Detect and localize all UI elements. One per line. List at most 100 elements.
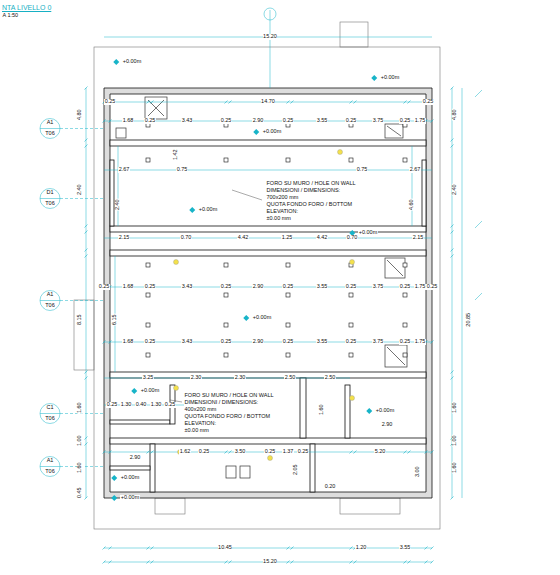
dimension-label: 0.25	[144, 284, 156, 290]
note-text: ELEVATION:	[184, 421, 217, 427]
dimension-tick	[85, 249, 88, 252]
dimension-tick	[451, 87, 454, 90]
dimension-tick	[350, 101, 353, 104]
dimension-label: 5.20	[374, 449, 386, 455]
dimension-label: 0.25	[282, 284, 294, 290]
column	[403, 158, 407, 162]
dimension-label: 2.40	[452, 184, 458, 196]
level-label: +0.00m	[120, 475, 140, 481]
dimension-label: 1.30	[120, 402, 132, 408]
dimension-label: 1.60	[452, 402, 458, 414]
dimension-label: 0.25	[104, 99, 116, 105]
dimension-tick	[431, 120, 434, 123]
dimension-label: 2.90	[252, 118, 264, 124]
note-text: 700x200 mm	[266, 195, 299, 201]
dimension-label: 3.55	[316, 118, 328, 124]
dimension-label: 2.15	[118, 235, 130, 241]
dimension-label: 14.70	[261, 99, 276, 105]
level-marker	[111, 495, 117, 501]
dimension-tick	[425, 561, 428, 564]
dimension-label: 2.90	[252, 339, 264, 345]
column	[349, 293, 353, 297]
column	[146, 158, 150, 162]
dimension-label: T06	[45, 303, 55, 309]
dimension-tick	[350, 547, 353, 550]
dimension-tick	[85, 225, 88, 228]
note-text: FORO SU MURO / HOLE ON WALL	[184, 393, 274, 399]
dimension-label: 3.43	[181, 284, 193, 290]
dimension-tick	[451, 225, 454, 228]
dimension-tick	[431, 547, 434, 550]
dimension-tick	[109, 547, 112, 550]
dimension-tick	[431, 341, 434, 344]
dimension-label: 2.30	[190, 375, 202, 381]
dimension-label: 4.42	[316, 235, 328, 241]
note-text: FORO SU MURO / HOLE ON WALL	[266, 181, 356, 187]
dimension-tick	[431, 561, 434, 564]
dimension-tick	[291, 101, 294, 104]
dimension-label: 10.45	[218, 545, 233, 551]
dimension-tick	[451, 139, 454, 142]
dimension-label: 1.42	[173, 149, 179, 161]
dimension-label: 0.25	[345, 118, 357, 124]
level-label: +0.00m	[198, 207, 218, 213]
dimension-tick	[229, 561, 232, 564]
dimension-label: 0.25	[282, 118, 294, 124]
dimension-lines	[40, 8, 482, 562]
note-text: 400x200 mm	[184, 407, 217, 413]
dimension-tick	[451, 255, 454, 258]
dimension-label: 2.67	[118, 167, 130, 173]
dimension-label: 1.75	[414, 118, 426, 124]
dimension-label: A1	[46, 458, 54, 464]
dimension-tick	[225, 561, 228, 564]
dimension-label: 1.30	[150, 402, 162, 408]
level-marker	[131, 388, 137, 394]
dimension-label: A1	[46, 292, 54, 298]
dimension-tick	[408, 101, 411, 104]
dimension-label: 0.20	[324, 484, 336, 490]
dimension-label: 0.45	[77, 487, 83, 499]
dimension-label: C1	[46, 405, 54, 411]
generated-strokes	[85, 59, 454, 564]
dimension-label: 0.25	[426, 284, 438, 290]
dimension-label: 1.60	[319, 404, 325, 416]
column	[146, 293, 150, 297]
dimension-tick	[103, 341, 106, 344]
door-marker	[268, 456, 273, 461]
dimension-label: 1.68	[122, 284, 134, 290]
dimension-label: 3.75	[372, 339, 384, 345]
dimension-label: 4.60	[409, 199, 415, 211]
dimension-tick	[147, 547, 150, 550]
dimension-label: 3.55	[316, 284, 328, 290]
dimension-tick	[109, 341, 112, 344]
dimension-tick	[350, 561, 353, 564]
dimension-tick	[151, 547, 154, 550]
shaft-symbols	[116, 97, 407, 478]
dimension-label: 3.43	[181, 339, 193, 345]
level-marker	[371, 75, 377, 81]
dimension-label: 1.75	[414, 284, 426, 290]
dimension-label: D1	[46, 190, 54, 196]
dimension-label: 0.25	[297, 449, 309, 455]
dimension-label: 1.00	[452, 435, 458, 447]
dimension-label: 1.20	[355, 545, 367, 551]
dimension-tick	[109, 120, 112, 123]
dimension-label: 3.75	[372, 284, 384, 290]
dimension-label: 0.25	[282, 339, 294, 345]
dimension-label: 0.70	[180, 235, 192, 241]
dimension-label: 0.25	[98, 284, 110, 290]
dimension-label: 2.40	[115, 199, 121, 211]
dimension-tick	[451, 249, 454, 252]
dimension-label: 0.25	[345, 284, 357, 290]
column	[286, 353, 290, 357]
dimension-label: 2.90	[252, 284, 264, 290]
note-text: DIMENSIONI / DIMENSIONS:	[184, 400, 259, 406]
dimension-label: 3.75	[372, 118, 384, 124]
dimension-label: 1.00	[77, 435, 83, 447]
door-marker	[174, 386, 179, 391]
dimension-label: 0.25	[144, 339, 156, 345]
dimension-label: 0.40	[135, 402, 147, 408]
dimension-tick	[451, 377, 454, 380]
dimension-label: 0.25	[220, 339, 232, 345]
level-marker	[366, 408, 372, 414]
